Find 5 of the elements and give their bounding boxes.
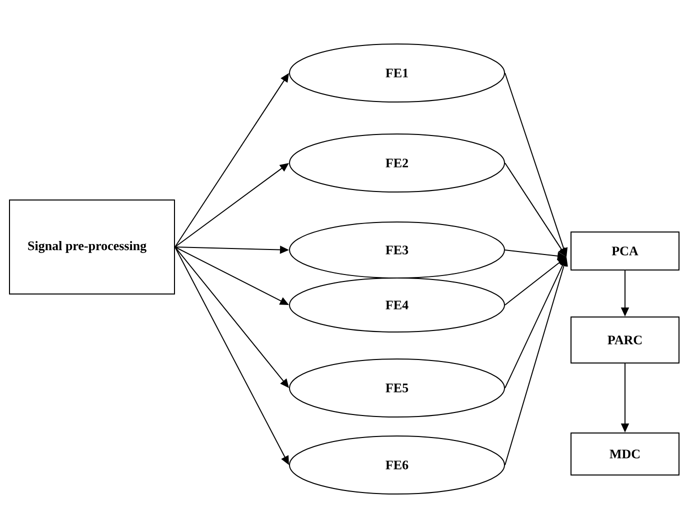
process-box: Signal pre-processing <box>9 200 175 294</box>
process-box: PARC <box>570 316 680 364</box>
process-box: PCA <box>570 232 680 270</box>
process-box: MDC <box>570 432 680 476</box>
arrow <box>174 246 289 388</box>
